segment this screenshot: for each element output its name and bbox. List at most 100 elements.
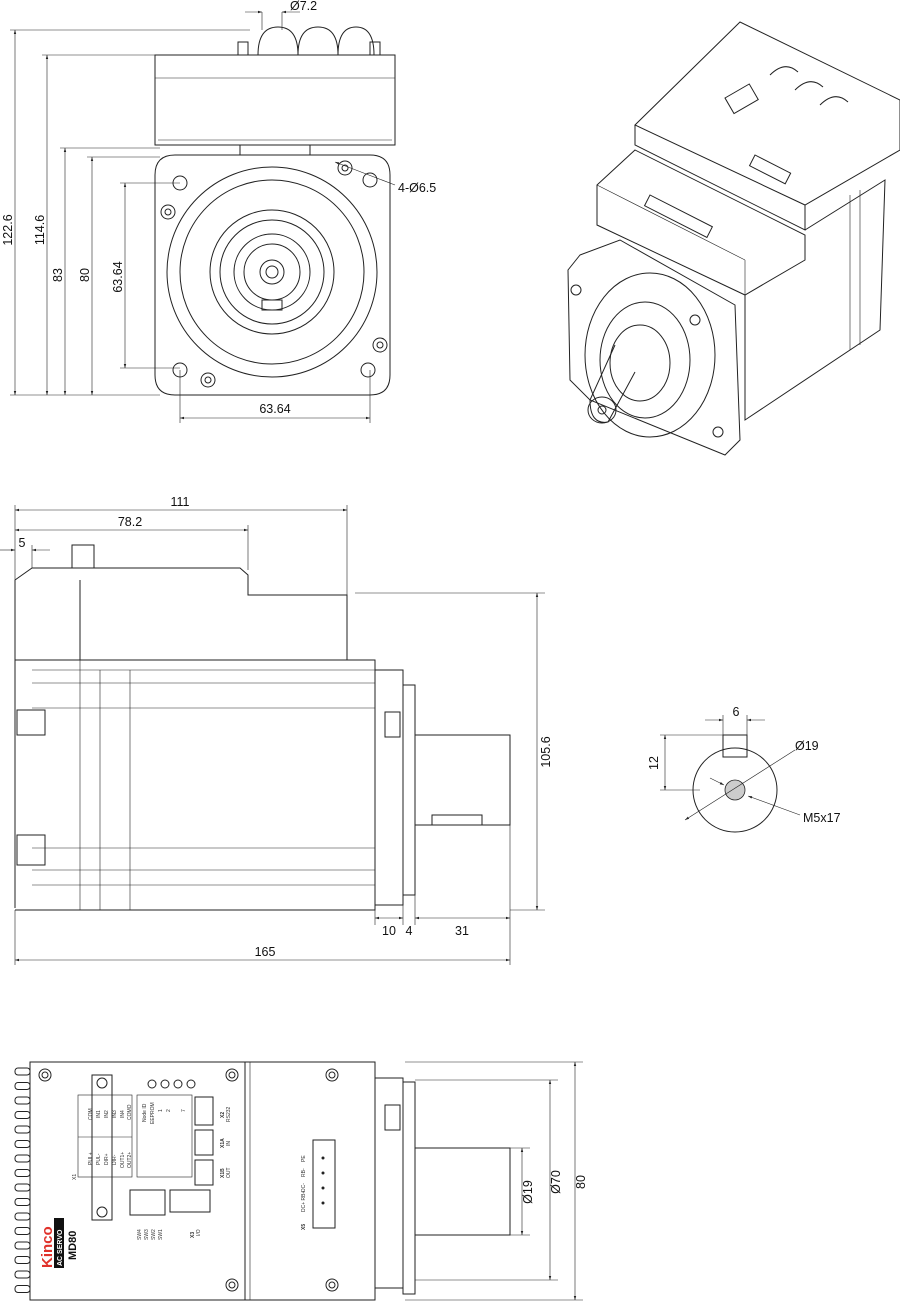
x5-pin-rb-minus: RB-	[301, 1168, 307, 1177]
x1a-connector	[194, 1129, 214, 1156]
iso-driver-top	[634, 21, 900, 206]
x5-connector	[312, 1139, 336, 1229]
dip-2: 2	[166, 1109, 172, 1112]
side-view: 111 78.2 5 105.6 10 4 31 165	[0, 495, 553, 965]
dim-5: 5	[19, 536, 26, 550]
sw2-label: SW2	[151, 1229, 157, 1240]
bottom-view: /* fins drawn below */ COM IN1 IN2 IN3 I…	[14, 1061, 588, 1301]
front-dimensions: 122.6 114.6 83 80 63.64 63.64 Ø7.2 4-Ø6.…	[1, 0, 436, 423]
table-b-pul-plus: PUL+	[88, 1152, 94, 1165]
dim-165: 165	[255, 945, 276, 959]
iso-flange	[567, 239, 741, 456]
x5-pin-pe: PE	[301, 1155, 307, 1162]
dim-mount-holes: 4-Ø6.5	[398, 181, 436, 195]
table-a-in4: IN4	[120, 1110, 126, 1118]
dim-4: 4	[406, 924, 413, 938]
dim-key-depth: 12	[647, 756, 661, 770]
sw3-label: SW3	[144, 1229, 150, 1240]
side-flange	[374, 669, 404, 906]
cooling-fin	[14, 1125, 31, 1134]
cooling-fins: /* fins drawn below */	[14, 1067, 31, 1293]
side-shaft	[414, 734, 511, 826]
x3-sub: I/O	[196, 1229, 202, 1236]
dim-80: 80	[78, 268, 92, 282]
cooling-fin	[14, 1183, 31, 1192]
dim-78-2: 78.2	[118, 515, 142, 529]
dim-hole-pitch-v: 63.64	[111, 261, 125, 292]
x1a-label: X1A	[220, 1138, 226, 1148]
dim-shaft-dia: Ø19	[795, 739, 819, 753]
x3-connector	[169, 1189, 211, 1213]
dim-spigot-dia: Ø70	[549, 1170, 563, 1194]
x2-connector	[194, 1096, 214, 1126]
dim-box-height: 114.6	[33, 215, 47, 245]
iso-shaft	[589, 344, 636, 423]
dip-node-id: Node ID	[142, 1103, 148, 1122]
cooling-fin	[14, 1111, 31, 1119]
table-a-com: COM	[88, 1108, 94, 1120]
cooling-fin	[14, 1067, 31, 1076]
table-b-out1: OUT1+	[120, 1152, 126, 1168]
dim-connector-dia: Ø7.2	[290, 0, 317, 13]
isometric-view	[567, 21, 900, 456]
cooling-fin	[14, 1169, 31, 1177]
cooling-fin	[14, 1256, 31, 1264]
x1a-sub: IN	[226, 1141, 232, 1146]
x1-terminal-block	[91, 1074, 113, 1221]
shaft-section: 6 12 Ø19 M5x17	[647, 705, 841, 833]
flange	[154, 154, 391, 396]
dim-31: 31	[455, 924, 469, 938]
x3-label: X3	[190, 1232, 196, 1238]
cooling-fin	[14, 1227, 31, 1235]
x1b-sub: OUT	[226, 1167, 232, 1178]
driver-box-top	[154, 54, 396, 146]
dim-key-width: 6	[733, 705, 740, 719]
side-driver-outline	[14, 567, 348, 661]
dip-switch	[129, 1189, 166, 1216]
table-a-in2: IN2	[104, 1110, 110, 1118]
dim-hole-pitch-h: 63.64	[259, 402, 290, 416]
bottom-shaft	[414, 1147, 511, 1236]
product-tag: AC SERVO	[57, 1229, 64, 1266]
x5-pin-dc-minus: DC-	[301, 1183, 307, 1192]
brand-logo: Kinco	[39, 1226, 56, 1268]
cable-connectors	[237, 26, 381, 56]
x1-label: X1	[72, 1174, 78, 1180]
cooling-fin	[14, 1198, 31, 1206]
cooling-fin	[14, 1096, 31, 1105]
cooling-fin	[14, 1140, 31, 1148]
model-label: MD80	[67, 1231, 79, 1260]
dim-105-6: 105.6	[539, 736, 553, 767]
side-dimensions: 111 78.2 5 105.6 10 4 31 165	[0, 495, 553, 965]
table-a-in1: IN1	[96, 1110, 102, 1118]
x1b-label: X1B	[220, 1168, 226, 1178]
cooling-fin	[14, 1285, 31, 1293]
cooling-fin	[14, 1154, 31, 1163]
sw1-label: SW1	[158, 1229, 164, 1240]
x5-pin-dc-plus: DC+ RB+	[301, 1191, 307, 1212]
dim-111: 111	[170, 495, 189, 509]
cooling-fin	[14, 1082, 31, 1090]
x2-sub: RS232	[226, 1106, 232, 1122]
x1b-connector	[194, 1159, 214, 1186]
x5-label: X5	[301, 1224, 307, 1230]
front-view: 122.6 114.6 83 80 63.64 63.64 Ø7.2 4-Ø6.…	[1, 0, 436, 423]
table-b-out2: OUT2+	[127, 1152, 133, 1168]
sw4-label: SW4	[137, 1229, 143, 1240]
table-a-in3: IN3	[112, 1110, 118, 1118]
dim-overall-height: 122.6	[1, 214, 15, 245]
dim-bottom-shaft-dia: Ø19	[521, 1180, 535, 1204]
table-b-dir-minus: DIR-	[112, 1154, 118, 1165]
cooling-fin	[14, 1241, 31, 1250]
dim-83: 83	[51, 268, 65, 282]
dip-1: 1	[158, 1109, 164, 1112]
cooling-fin	[14, 1212, 31, 1221]
mounting-holes	[160, 160, 388, 388]
table-a-como: COMO	[127, 1104, 133, 1120]
dip-eeprom: EEPROM	[150, 1102, 156, 1124]
dim-flange-80: 80	[574, 1175, 588, 1189]
dip-7: 7	[181, 1109, 187, 1112]
table-b-dir-plus: DIR+	[104, 1153, 110, 1165]
dim-thread: M5x17	[803, 811, 841, 825]
